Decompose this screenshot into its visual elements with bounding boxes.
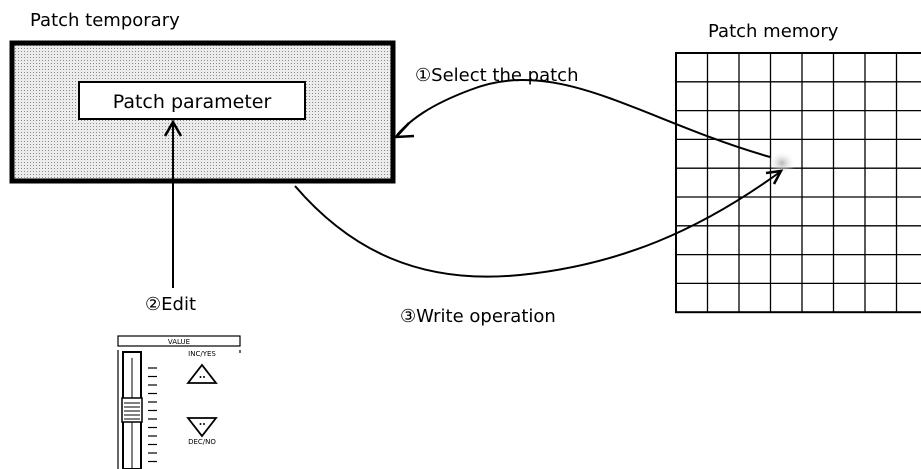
patch-parameter-box bbox=[78, 81, 306, 120]
value-slider-knob-lines bbox=[124, 402, 140, 420]
select-arrow bbox=[396, 78, 771, 158]
step-edit-label: ②Edit bbox=[145, 294, 196, 315]
select-arrowhead bbox=[392, 122, 415, 139]
patch-memory-grid bbox=[675, 52, 921, 314]
step-3-number: ③ bbox=[400, 306, 416, 327]
value-header-box bbox=[117, 335, 241, 347]
step-1-number: ① bbox=[415, 65, 431, 86]
patch-memory-title: Patch memory bbox=[708, 21, 839, 42]
dec-no-button bbox=[186, 417, 218, 438]
step-2-number: ② bbox=[145, 294, 161, 315]
value-header-label: VALUE bbox=[168, 338, 190, 346]
patch-memory-border bbox=[675, 52, 921, 314]
write-arrow bbox=[294, 171, 781, 278]
step-2-text: Edit bbox=[161, 294, 196, 315]
dec-no-label: DEC/NO bbox=[188, 438, 216, 446]
patch-temporary-title: Patch temporary bbox=[30, 10, 180, 31]
value-slider-scale bbox=[148, 367, 157, 463]
value-slider-knob bbox=[121, 397, 143, 423]
write-arrowhead bbox=[765, 169, 784, 185]
patch-parameter-label: Patch parameter bbox=[113, 91, 272, 113]
step-3-text: Write operation bbox=[416, 306, 556, 327]
value-panel: VALUE INC/YES DEC/NO bbox=[117, 335, 241, 469]
edit-arrowhead bbox=[163, 119, 183, 137]
inc-yes-button bbox=[186, 363, 218, 384]
step-write-label: ③Write operation bbox=[400, 306, 556, 327]
inc-yes-label: INC/YES bbox=[188, 350, 216, 358]
selected-patch-cell bbox=[768, 151, 796, 175]
